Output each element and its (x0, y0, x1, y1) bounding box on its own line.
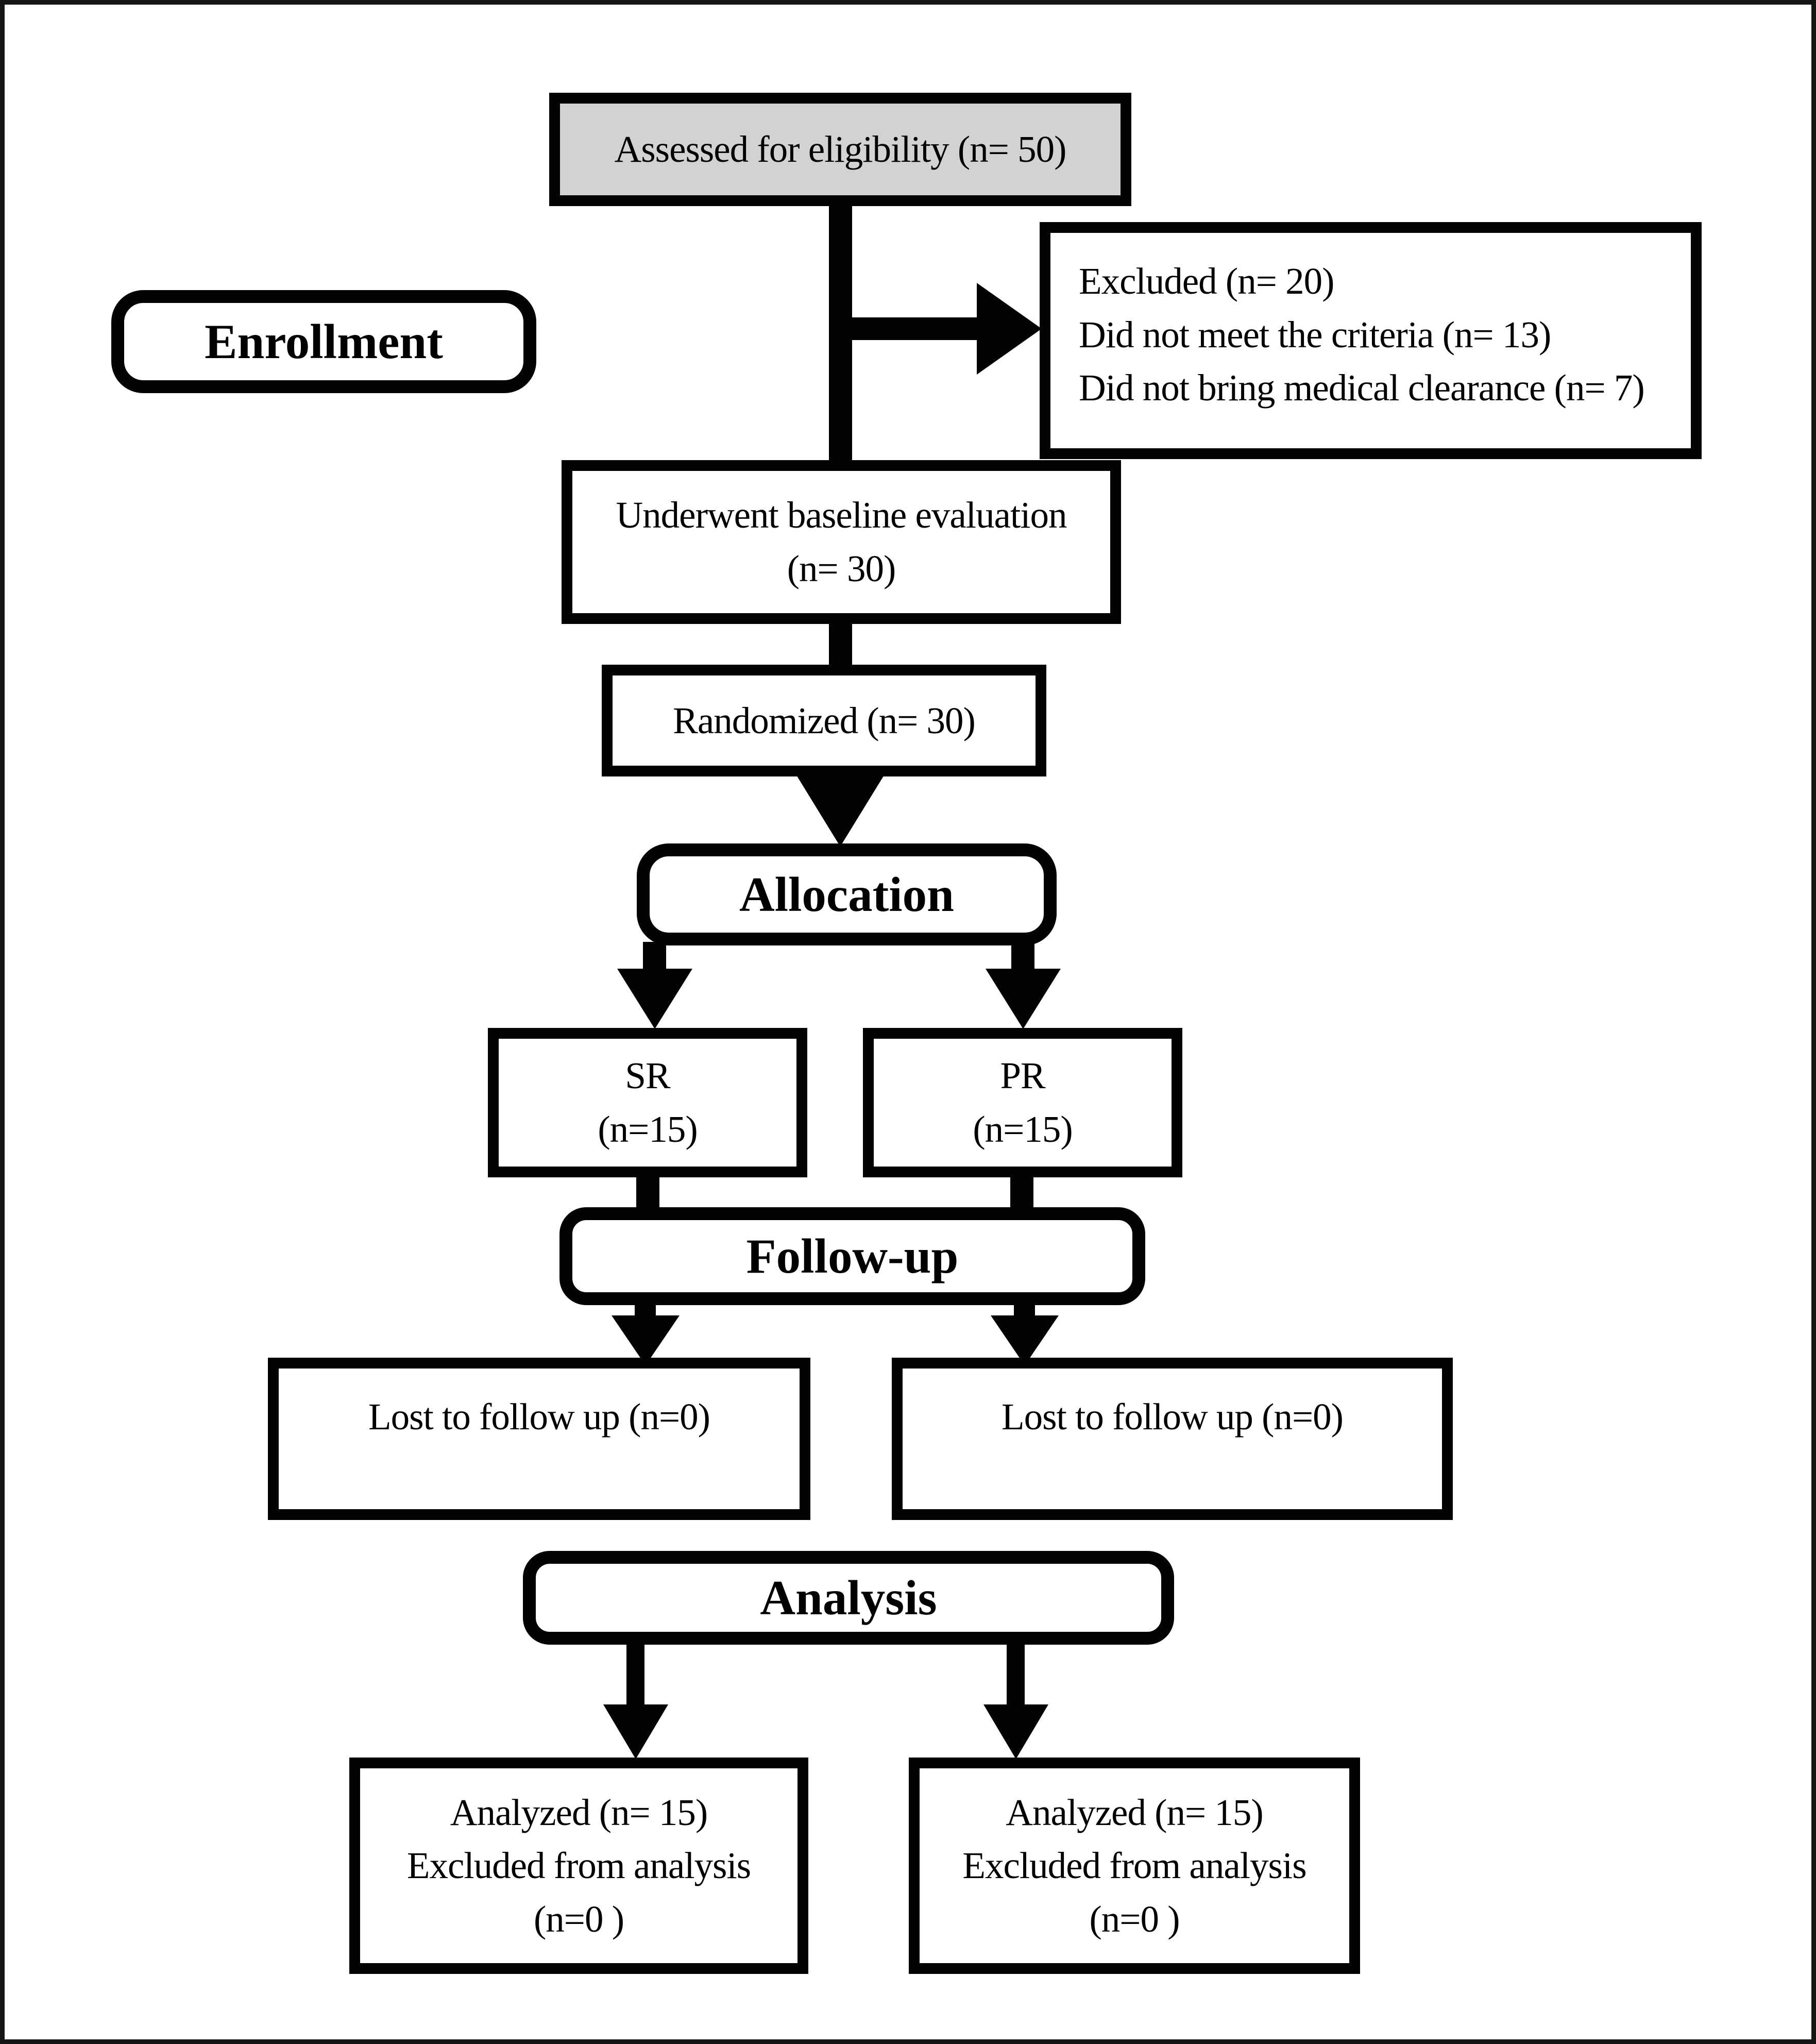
excluded-line-1: Excluded (n= 20) (1079, 260, 1334, 302)
connector-allocation-to-pr (1011, 942, 1034, 973)
connector-pr-to-followup (1010, 1175, 1033, 1210)
connector-baseline-to-randomized (829, 620, 852, 667)
analyzed-left-line-3: (n=0 ) (533, 1898, 624, 1940)
stage-label-analysis: Analysis (523, 1551, 1174, 1645)
sr-line-2: (n=15) (598, 1108, 698, 1150)
sr-line-1: SR (625, 1055, 670, 1097)
arrow-down-icon (603, 1704, 668, 1759)
connector-sr-to-followup (636, 1175, 659, 1210)
arrow-down-icon (617, 969, 692, 1029)
arrow-down-icon (612, 1315, 680, 1365)
lost-left-text: Lost to follow up (n=0) (368, 1396, 710, 1438)
lost-followup-left-box: Lost to follow up (n=0) (268, 1358, 810, 1520)
stage-label-enrollment: Enrollment (111, 290, 536, 393)
pr-group-box: PR (n=15) (863, 1028, 1182, 1177)
analyzed-right-box: Analyzed (n= 15) Excluded from analysis … (909, 1758, 1360, 1974)
randomized-text: Randomized (n= 30) (673, 699, 976, 741)
arrow-down-icon (991, 1315, 1059, 1365)
excluded-line-3: Did not bring medical clearance (n= 7) (1079, 367, 1645, 409)
analyzed-right-line-2: Excluded from analysis (962, 1845, 1306, 1887)
baseline-line-1: Underwent baseline evaluation (616, 494, 1067, 536)
allocation-text: Allocation (739, 867, 954, 922)
baseline-line-2: (n= 30) (787, 548, 896, 589)
baseline-box: Underwent baseline evaluation (n= 30) (562, 460, 1121, 624)
analyzed-right-line-3: (n=0 ) (1089, 1898, 1180, 1940)
pr-line-1: PR (1000, 1055, 1045, 1097)
lost-right-text: Lost to follow up (n=0) (1002, 1396, 1344, 1438)
assessed-text: Assessed for eligibility (n= 50) (614, 128, 1067, 171)
connector-allocation-to-sr (643, 942, 666, 973)
enrollment-text: Enrollment (205, 314, 443, 369)
arrow-down-icon (983, 1704, 1048, 1759)
arrow-down-icon (796, 774, 885, 847)
stage-label-allocation: Allocation (637, 843, 1057, 945)
assessed-box: Assessed for eligibility (n= 50) (549, 93, 1131, 206)
analysis-text: Analysis (760, 1570, 937, 1625)
pr-line-2: (n=15) (973, 1108, 1073, 1150)
stage-label-followup: Follow-up (559, 1207, 1145, 1305)
connector-branch-to-excluded (840, 317, 980, 340)
excluded-box: Excluded (n= 20) Did not meet the criter… (1040, 222, 1702, 459)
analyzed-left-line-2: Excluded from analysis (406, 1845, 751, 1887)
analyzed-left-box: Analyzed (n= 15) Excluded from analysis … (349, 1758, 808, 1974)
analyzed-left-line-1: Analyzed (n= 15) (450, 1791, 708, 1833)
connector-analysis-to-analyzed-left (626, 1643, 644, 1709)
analyzed-right-line-1: Analyzed (n= 15) (1006, 1791, 1263, 1833)
sr-group-box: SR (n=15) (488, 1028, 807, 1177)
excluded-line-2: Did not meet the criteria (n= 13) (1079, 313, 1551, 356)
arrow-right-icon (977, 283, 1042, 375)
arrow-down-icon (986, 969, 1061, 1029)
followup-text: Follow-up (746, 1229, 959, 1283)
randomized-box: Randomized (n= 30) (602, 665, 1046, 776)
connector-analysis-to-analyzed-right (1007, 1643, 1025, 1709)
lost-followup-right-box: Lost to follow up (n=0) (892, 1358, 1453, 1520)
